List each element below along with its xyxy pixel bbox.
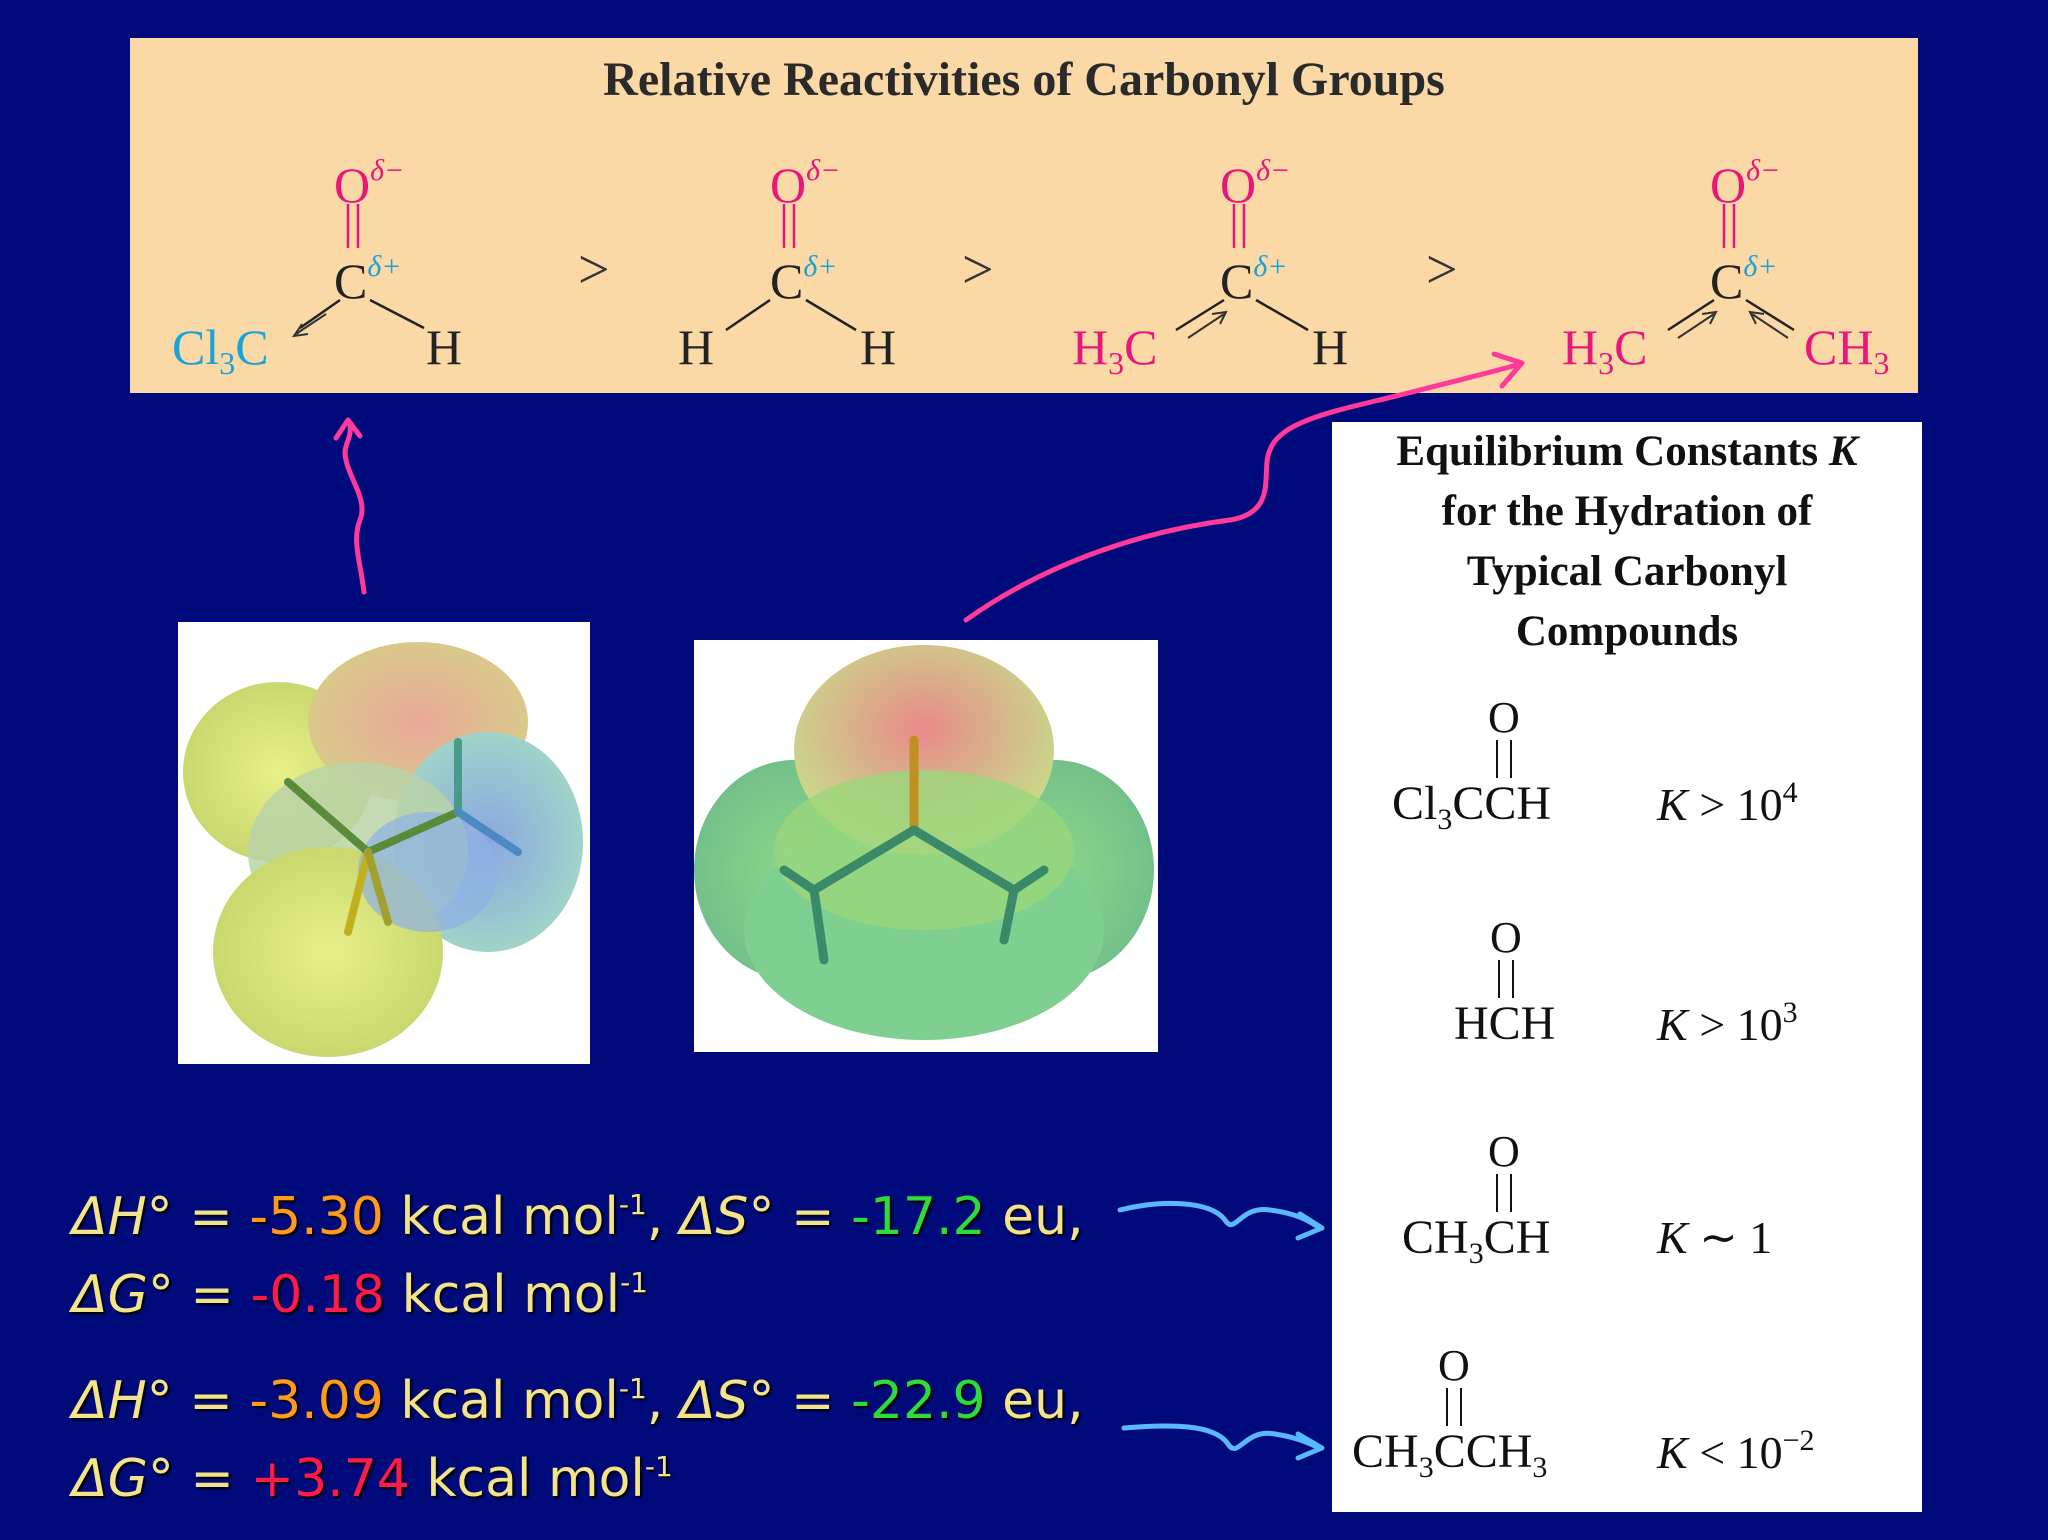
left-substituent: H: [678, 319, 715, 375]
acetone-esp-image: [694, 640, 1158, 1052]
left-substituent: H3C: [1072, 319, 1158, 381]
carbon-label: Cδ+: [334, 250, 402, 309]
right-substituent: H: [860, 319, 897, 375]
k-row-acetone: O CH3CCH3 K < 10−2: [1332, 1340, 1922, 1540]
double-bond: [1498, 960, 1514, 998]
oxygen-label: Oδ−: [334, 154, 405, 213]
greater-than-1: >: [578, 239, 610, 301]
oxygen-label: O: [1488, 1127, 1520, 1176]
thermo-chloral: ΔH° = -5.30 kcal mol-1, ΔS° = -17.2 eu, …: [72, 1187, 1084, 1325]
oxygen-label: O: [1438, 1341, 1470, 1390]
carbon-label: Cδ+: [1220, 250, 1288, 309]
arrow-thermo1-to-k: [1117, 1201, 1323, 1231]
formula: HCH: [1454, 997, 1556, 1050]
double-bond: [1496, 740, 1512, 778]
oxygen-label: O: [1490, 913, 1522, 962]
greater-than-3: >: [1426, 239, 1458, 301]
greater-than-2: >: [962, 239, 994, 301]
carbon-label: Cδ+: [1710, 250, 1778, 309]
left-substituent: Cl3C: [172, 319, 269, 381]
right-substituent: CH3: [1804, 319, 1890, 381]
k-row-acetaldehyde: O CH3CH K ∼ 1: [1332, 1126, 1922, 1326]
reactivity-panel: Relative Reactivities of Carbonyl Groups…: [130, 38, 1918, 393]
equilibrium-panel: Equilibrium Constants K for the Hydratio…: [1332, 422, 1922, 1512]
right-substituent: H: [1312, 319, 1349, 375]
double-bond: [1446, 1388, 1462, 1426]
k-value: K > 104: [1657, 776, 1798, 830]
left-substituent: H3C: [1562, 319, 1648, 381]
chloral-esp-image: [178, 622, 590, 1064]
double-bond: [1496, 1174, 1512, 1212]
k-value: K ∼ 1: [1657, 1212, 1773, 1263]
k-row-chloral: O Cl3CCH K > 104: [1332, 692, 1922, 892]
oxygen-label: O: [1488, 693, 1520, 742]
equilibrium-title: Equilibrium Constants K for the Hydratio…: [1396, 428, 1858, 655]
oxygen-label: Oδ−: [1710, 154, 1781, 213]
k-row-formaldehyde: O HCH K > 103: [1332, 912, 1922, 1112]
thermo-acetone: ΔH° = -3.09 kcal mol-1, ΔS° = -22.9 eu, …: [72, 1371, 1084, 1509]
formula: CH3CH: [1402, 1211, 1551, 1270]
acetone-esp-surface: [694, 645, 1154, 1040]
k-value: K < 10−2: [1657, 1424, 1815, 1478]
reactivity-title: Relative Reactivities of Carbonyl Groups: [603, 53, 1445, 106]
k-value: K > 103: [1657, 996, 1798, 1050]
arrow-thermo2-to-k: [1121, 1423, 1323, 1451]
carbon-label: Cδ+: [770, 250, 838, 309]
oxygen-label: Oδ−: [1220, 154, 1291, 213]
oxygen-label: Oδ−: [770, 154, 841, 213]
chloral-esp-surface: [183, 642, 583, 1057]
formula: CH3CCH3: [1352, 1425, 1548, 1484]
right-substituent: H: [426, 319, 463, 375]
arrow-chloral-to-panel: [342, 422, 367, 595]
formula: Cl3CCH: [1392, 777, 1552, 836]
